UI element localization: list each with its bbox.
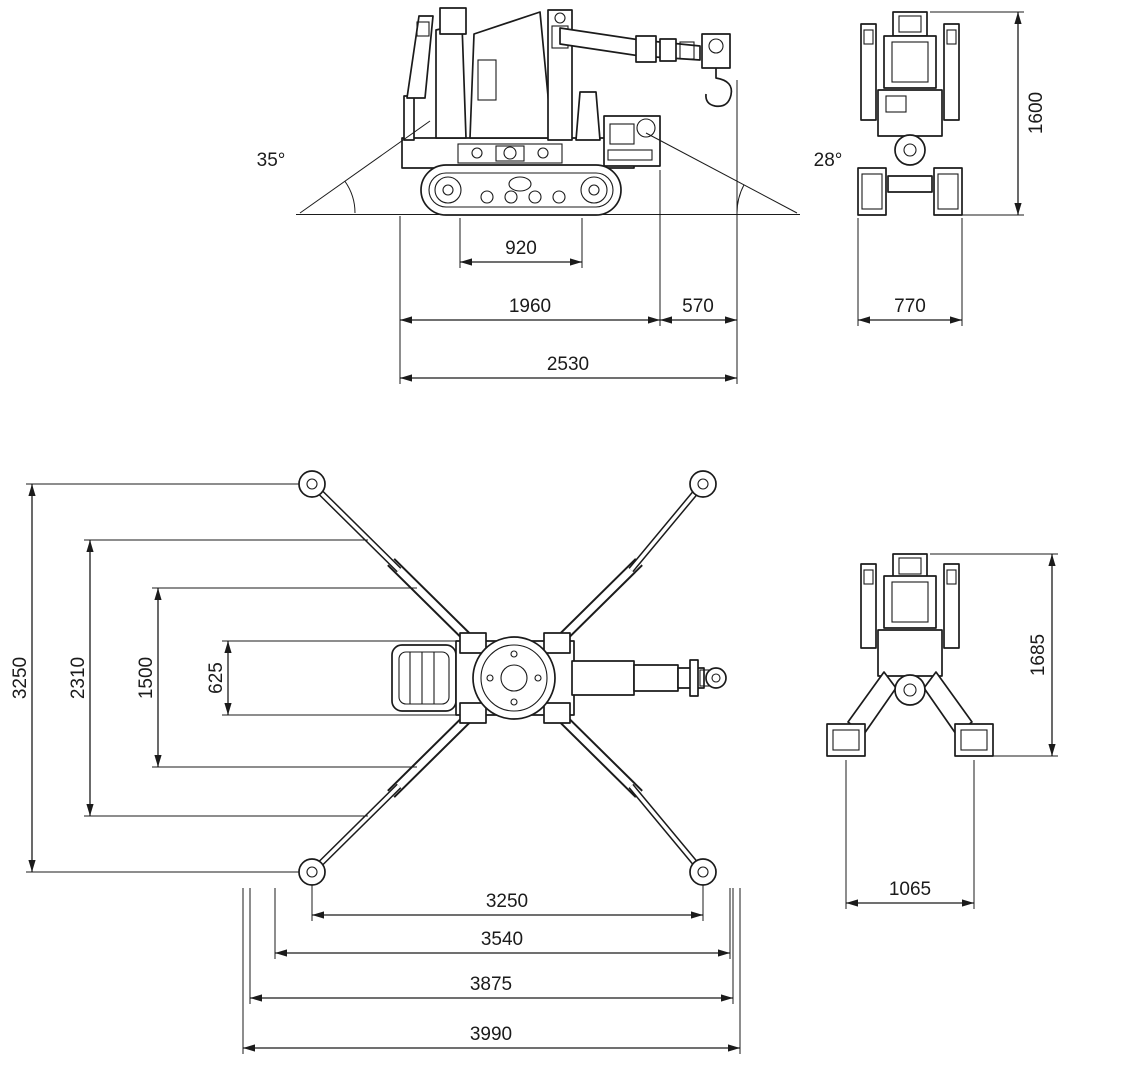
rear-view: 1685 1065 — [826, 553, 1058, 909]
angle-left: 35° — [257, 120, 431, 214]
dim-overall-length: 2530 — [400, 354, 737, 382]
rear-view-machine — [826, 553, 994, 757]
dim-plan-horizontal-3990: 3990 — [242, 888, 741, 1054]
dim-label-h-3250: 3250 — [486, 891, 528, 912]
dim-label-920: 920 — [505, 238, 537, 259]
outrigger-arm-top-right — [553, 470, 717, 647]
dim-plan-vertical-625: 625 — [206, 640, 456, 716]
dim-plan-vertical-1500: 1500 — [136, 587, 417, 768]
dim-plan-vertical-2310: 2310 — [68, 539, 368, 817]
dim-rear-height: 1685 — [930, 553, 1058, 757]
dim-label-v-2310: 2310 — [68, 657, 89, 699]
dim-label-h-3990: 3990 — [470, 1024, 512, 1045]
dim-plan-horizontal-3540: 3540 — [274, 888, 731, 959]
dim-label-v-1500: 1500 — [136, 657, 157, 699]
side-view: 35° 28° 920 1960 570 2530 — [257, 7, 843, 384]
front-view: 1600 770 — [857, 11, 1047, 326]
dim-label-1065: 1065 — [889, 879, 931, 900]
angle-right-label: 28° — [814, 150, 843, 171]
plan-view-machine — [298, 470, 727, 886]
dim-front-height: 1600 — [930, 11, 1047, 216]
dim-body-and-overhang: 1960 570 — [399, 80, 738, 384]
dim-label-570: 570 — [682, 296, 714, 317]
angle-right: 28° — [645, 132, 843, 214]
dim-label-v-3250: 3250 — [10, 657, 31, 699]
dim-rear-pad-span: 1065 — [845, 760, 975, 909]
front-view-machine — [857, 11, 963, 216]
dim-label-1600: 1600 — [1026, 92, 1047, 134]
dim-plan-vertical-3250: 3250 — [10, 483, 299, 873]
dim-track-length: 920 — [459, 218, 583, 268]
dim-label-770: 770 — [894, 296, 926, 317]
dim-label-1685: 1685 — [1028, 634, 1049, 676]
angle-left-label: 35° — [257, 150, 286, 171]
dim-front-width: 770 — [857, 218, 963, 326]
dim-label-h-3540: 3540 — [481, 929, 523, 950]
dim-plan-horizontal-3875: 3875 — [249, 888, 734, 1004]
dim-label-2530: 2530 — [547, 354, 589, 375]
outrigger-arm-bottom-left — [298, 709, 477, 886]
dim-label-h-3875: 3875 — [470, 974, 512, 995]
dim-plan-horizontal-3250: 3250 — [311, 885, 704, 921]
dim-label-1960: 1960 — [509, 296, 551, 317]
outrigger-arm-top-left — [298, 470, 477, 647]
side-view-machine — [296, 7, 800, 216]
plan-view: 3250 2310 1500 625 3250 — [10, 470, 741, 1054]
dim-label-v-625: 625 — [206, 662, 227, 694]
outrigger-arm-bottom-right — [553, 709, 717, 886]
